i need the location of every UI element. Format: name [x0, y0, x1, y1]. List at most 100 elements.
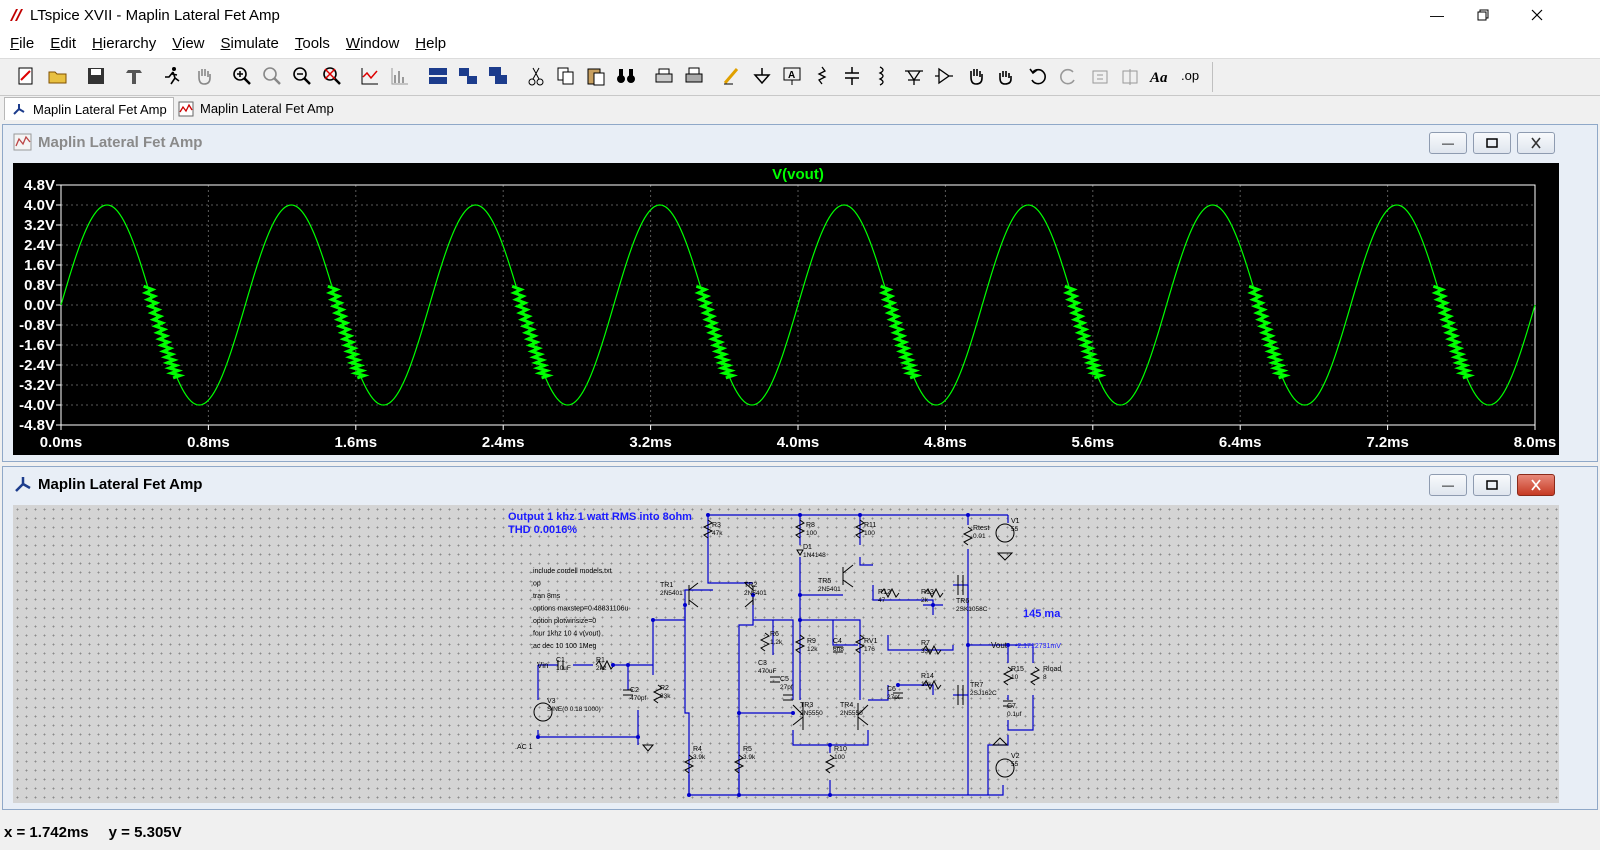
y-tick-label: -4.0V — [19, 397, 55, 414]
mirror-icon[interactable] — [1116, 63, 1144, 89]
copy-icon[interactable] — [552, 63, 580, 89]
spice-directive: .options maxstep=0.48831106u — [531, 606, 628, 613]
restore-icon[interactable] — [1460, 0, 1506, 30]
label-net-icon[interactable]: A — [778, 63, 806, 89]
tile-horizontal-icon[interactable] — [424, 63, 452, 89]
plot-maximize-icon[interactable] — [1473, 132, 1511, 154]
status-bar: x = 1.742ms y = 5.305V — [0, 814, 1600, 850]
tile-vertical-icon[interactable] — [454, 63, 482, 89]
component-ref: Rload — [1043, 666, 1061, 673]
y-tick-label: 3.2V — [24, 217, 55, 234]
cursor-x-readout: x = 1.742ms — [4, 823, 89, 841]
control-panel-icon[interactable] — [120, 63, 148, 89]
y-tick-label: -3.2V — [19, 377, 55, 394]
pan-zoom-icon[interactable] — [258, 63, 286, 89]
x-tick-label: 6.4ms — [1219, 434, 1262, 451]
rotate-icon[interactable] — [1086, 63, 1114, 89]
wire-junction — [751, 593, 755, 597]
tab-schematic[interactable]: Maplin Lateral Fet Amp — [4, 97, 174, 120]
menu-help[interactable]: Help — [415, 35, 447, 52]
wire-junction — [626, 663, 630, 667]
distortion-burst — [1062, 284, 1107, 380]
paste-icon[interactable] — [582, 63, 610, 89]
menu-view[interactable]: View — [172, 35, 205, 52]
toolbar-separator — [1212, 62, 1213, 92]
menu-window[interactable]: Window — [345, 35, 400, 52]
drag-hand-icon[interactable] — [992, 63, 1020, 89]
ground-icon[interactable] — [748, 63, 776, 89]
draw-wire-icon[interactable] — [718, 63, 746, 89]
zoom-fit-icon[interactable] — [318, 63, 346, 89]
menu-simulate[interactable]: Simulate — [220, 35, 279, 52]
new-schematic-icon[interactable] — [12, 63, 40, 89]
fft-icon[interactable] — [386, 63, 414, 89]
resistor-icon[interactable] — [808, 63, 836, 89]
wire-junction — [611, 663, 615, 667]
distortion-burst — [1431, 284, 1476, 380]
tab-schematic-label: Maplin Lateral Fet Amp — [33, 101, 167, 117]
schematic-icon — [13, 104, 25, 115]
menu-hierarchy[interactable]: Hierarchy — [92, 35, 157, 52]
save-icon[interactable] — [82, 63, 110, 89]
print-icon[interactable] — [680, 63, 708, 89]
wire-junction — [687, 793, 691, 797]
menu-tools[interactable]: Tools — [294, 35, 330, 52]
run-icon[interactable] — [158, 63, 186, 89]
inductor-icon[interactable] — [868, 63, 896, 89]
undo-icon[interactable] — [1024, 63, 1052, 89]
move-hand-icon[interactable] — [962, 63, 990, 89]
spice-directive-icon[interactable]: .op — [1178, 63, 1206, 89]
wire-junction — [798, 618, 802, 622]
menu-file[interactable]: File — [10, 35, 35, 52]
close-icon[interactable] — [1514, 0, 1560, 30]
schematic-junctions — [536, 513, 1010, 797]
diode-icon[interactable] — [900, 63, 928, 89]
zoom-in-icon[interactable] — [228, 63, 256, 89]
print-setup-icon[interactable] — [650, 63, 678, 89]
waveform-window-titlebar[interactable]: Maplin Lateral Fet Amp — [3, 125, 1597, 159]
sch-maximize-icon[interactable] — [1473, 474, 1511, 496]
component-ref: RV1 — [864, 638, 878, 645]
component-value: 3.9k — [743, 754, 756, 761]
halt-hand-icon[interactable] — [190, 63, 218, 89]
waveform-icon — [178, 101, 194, 116]
minimize-icon[interactable]: — — [1430, 7, 1444, 23]
tab-waveform[interactable]: Maplin Lateral Fet Amp — [172, 97, 340, 120]
autorange-icon[interactable] — [356, 63, 384, 89]
tab-waveform-label: Maplin Lateral Fet Amp — [200, 101, 334, 116]
schematic-window-titlebar[interactable]: Maplin Lateral Fet Amp — [3, 467, 1597, 501]
cascade-icon[interactable] — [484, 63, 512, 89]
redo-icon[interactable] — [1054, 63, 1082, 89]
menu-edit[interactable]: Edit — [50, 35, 77, 52]
component-ref: TR7 — [970, 682, 983, 689]
cut-icon[interactable] — [522, 63, 550, 89]
zoom-out-icon[interactable] — [288, 63, 316, 89]
waveform-icon — [13, 133, 32, 151]
open-folder-icon[interactable] — [44, 63, 72, 89]
component-value: 47k — [712, 530, 723, 537]
text-icon[interactable]: Aa — [1146, 63, 1174, 89]
ltspice-logo-icon — [6, 5, 26, 25]
find-binoculars-icon[interactable] — [612, 63, 640, 89]
component-icon[interactable] — [930, 63, 958, 89]
component-ref: V2 — [1011, 753, 1020, 760]
sch-close-icon[interactable] — [1517, 474, 1555, 496]
component-ref: R6 — [770, 631, 779, 638]
capacitor-icon[interactable] — [838, 63, 866, 89]
x-tick-label: 3.2ms — [629, 434, 672, 451]
vout-op-value: -2.1712731mV — [1015, 643, 1061, 650]
distortion-burst — [694, 284, 739, 380]
schematic-note: Output 1 khz 1 watt RMS into 8ohm — [508, 511, 692, 523]
y-tick-label: 2.4V — [24, 237, 55, 254]
current-annotation: 145 ma — [1023, 608, 1061, 620]
title-bar: LTspice XVII - Maplin Lateral Fet Amp — — [0, 0, 1600, 30]
plot-close-icon[interactable] — [1517, 132, 1555, 154]
plot-minimize-icon[interactable]: — — [1429, 132, 1467, 154]
sch-minimize-icon[interactable]: — — [1429, 474, 1467, 496]
component-value: SINE(0 0.18 1000) — [547, 706, 601, 713]
